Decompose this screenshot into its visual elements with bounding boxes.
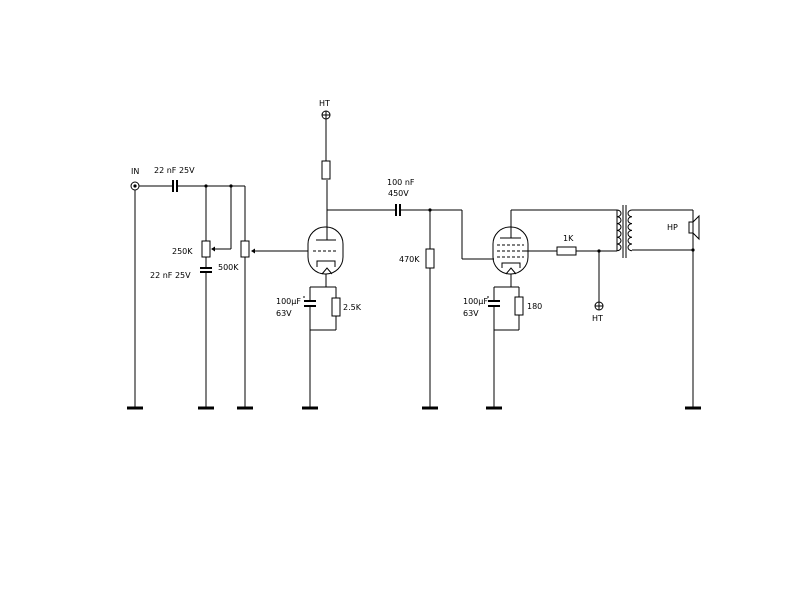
plate-load-resistor xyxy=(321,160,331,180)
output-transformer xyxy=(616,205,633,258)
cathode-cap-1-value: 100µF xyxy=(276,297,301,306)
cathode-resistor-1 xyxy=(331,297,341,317)
volume-potentiometer xyxy=(240,240,250,258)
volume-pot-label: 500K xyxy=(218,263,239,272)
ht-terminal-icon xyxy=(321,110,331,120)
loudspeaker-icon xyxy=(688,214,700,241)
grid-resistor-label: 470K xyxy=(399,255,420,264)
cathode-capacitor-1 xyxy=(303,296,316,307)
screen-resistor xyxy=(556,246,577,256)
tone-pot-label: 250K xyxy=(172,247,193,256)
screen-resistor-label: 1K xyxy=(563,234,574,243)
cathode-resistor-2-label: 180 xyxy=(527,302,542,311)
tone-capacitor xyxy=(200,267,212,273)
cathode-resistor-1-label: 2.5K xyxy=(343,303,362,312)
cathode-cap-1-voltage: 63V xyxy=(276,309,292,318)
tone-capacitor-label: 22 nF 25V xyxy=(150,271,191,280)
cathode-capacitor-2 xyxy=(487,296,500,307)
cathode-resistor-2 xyxy=(514,296,524,316)
coupling-capacitor xyxy=(395,204,401,216)
wiper-arrow-icon xyxy=(211,246,215,252)
input-capacitor xyxy=(172,180,178,192)
ht-right-label: HT xyxy=(592,314,603,323)
tone-potentiometer xyxy=(201,240,211,258)
wiper-arrow-icon xyxy=(251,248,255,254)
cathode-cap-2-value: 100µF xyxy=(463,297,488,306)
input-capacitor-label: 22 nF 25V xyxy=(154,166,195,175)
input-label: IN xyxy=(131,167,139,176)
cathode-cap-2-voltage: 63V xyxy=(463,309,479,318)
ht-top-label: HT xyxy=(319,99,330,108)
triode-tube xyxy=(307,226,344,275)
grid-resistor xyxy=(425,248,435,269)
coupling-cap-value: 100 nF xyxy=(387,178,415,187)
input-jack xyxy=(130,181,140,191)
coupling-cap-voltage: 450V xyxy=(388,189,409,198)
ht-terminal-icon xyxy=(594,301,604,311)
speaker-label: HP xyxy=(667,223,678,232)
